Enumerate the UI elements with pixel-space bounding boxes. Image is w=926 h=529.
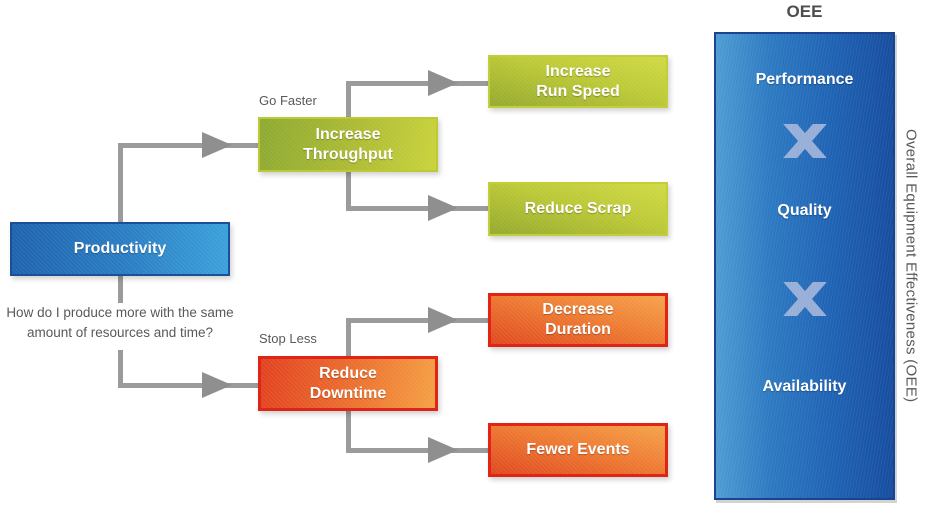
node-productivity-label: Productivity — [73, 240, 167, 258]
connector-line — [346, 448, 488, 453]
node-increase-run-speed-label: Increase Run Speed — [536, 62, 620, 100]
annotation-go-faster: Go Faster — [259, 93, 317, 108]
oee-side-label: Overall Equipment Effectiveness (OEE) — [902, 129, 920, 403]
node-reduce-downtime-label: Reduce Downtime — [309, 364, 387, 402]
node-increase-throughput-label: Increase Throughput — [303, 125, 393, 163]
node-decrease-duration-label: Decrease Duration — [542, 301, 614, 338]
connector-line — [118, 143, 258, 148]
node-fewer-events: Fewer Events — [488, 423, 668, 477]
arrowhead-right-icon — [202, 132, 232, 158]
node-reduce-scrap: Reduce Scrap — [488, 182, 668, 236]
arrowhead-right-icon — [202, 372, 232, 398]
arrowhead-right-icon — [428, 307, 458, 333]
oee-factor-availability: Availability — [762, 378, 847, 395]
oee-factor-quality: Quality — [777, 202, 832, 219]
oee-panel: Performance Quality Availability — [714, 32, 895, 500]
question-line-1: How do I produce more with the same — [6, 305, 234, 320]
connector-line — [346, 410, 351, 452]
multiply-x-icon — [782, 282, 827, 316]
question-line-2: amount of resources and time? — [26, 325, 214, 341]
connector-line — [118, 350, 123, 388]
node-increase-throughput: Increase Throughput — [258, 117, 438, 172]
node-reduce-downtime: Reduce Downtime — [258, 356, 438, 411]
node-reduce-scrap-label: Reduce Scrap — [524, 200, 632, 218]
annotation-stop-less: Stop Less — [259, 331, 317, 346]
connector-line — [346, 81, 351, 118]
connector-line — [118, 276, 123, 303]
connector-line — [346, 318, 488, 323]
oee-title: OEE — [786, 2, 823, 21]
node-productivity: Productivity — [10, 222, 230, 276]
connector-line — [118, 145, 123, 224]
node-increase-run-speed: Increase Run Speed — [488, 55, 668, 108]
oee-factor-performance: Performance — [755, 71, 854, 88]
arrowhead-right-icon — [428, 437, 458, 463]
arrowhead-right-icon — [428, 70, 458, 96]
connector-line — [346, 206, 488, 211]
productivity-question: How do I produce more with the same amou… — [0, 303, 245, 344]
connector-line — [118, 383, 258, 388]
node-fewer-events-label: Fewer Events — [526, 441, 630, 459]
node-decrease-duration: Decrease Duration — [488, 293, 668, 347]
connector-line — [346, 81, 488, 86]
multiply-x-icon — [782, 124, 827, 158]
arrowhead-right-icon — [428, 195, 458, 221]
connector-line — [346, 320, 351, 358]
connector-line — [346, 172, 351, 211]
